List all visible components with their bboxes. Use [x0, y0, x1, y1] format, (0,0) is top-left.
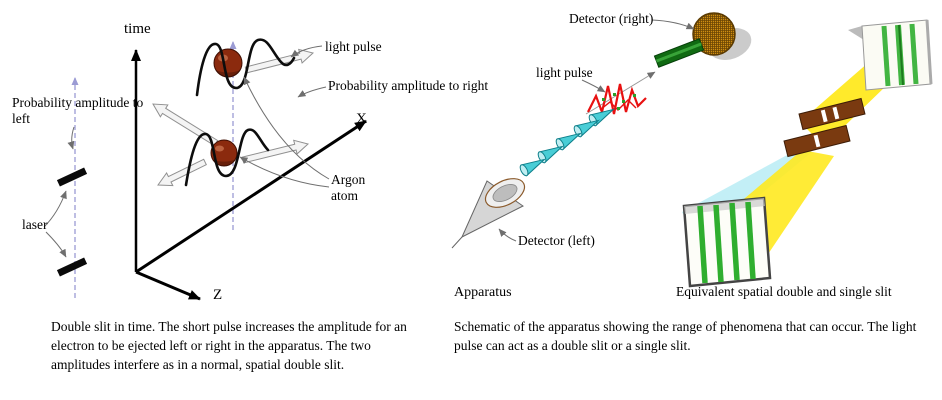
apparatus-trajectory: [585, 71, 656, 115]
slit-plates: [783, 97, 866, 158]
apparatus-label: Apparatus: [454, 285, 512, 300]
laser-label: laser: [22, 217, 48, 232]
z-axis-label: Z: [213, 287, 223, 303]
x-axis: [135, 119, 367, 274]
detector-right-mesh: [692, 12, 752, 60]
detector-right-label: Detector (right): [569, 11, 654, 26]
light-pulse-label-left: light pulse: [325, 39, 382, 54]
probability-amplitude-right-label: Probability amplitude to right: [328, 78, 489, 93]
equivalent-slits-label: Equivalent spatial double and single sli…: [676, 284, 892, 299]
label-connectors-left: [43, 45, 330, 258]
argon-atom-spheres: [210, 48, 243, 167]
laser-pulse-slits: [56, 167, 88, 277]
x-axis-label: X: [356, 111, 367, 127]
green-channel-detector: [653, 38, 705, 68]
light-pulse-waves: [184, 38, 296, 187]
red-light-pulse: [587, 83, 647, 116]
interference-screen-large: [682, 196, 772, 288]
right-caption: Schematic of the apparatus showing the r…: [454, 319, 917, 353]
z-axis: [135, 270, 201, 301]
single-slit-screen-small: [848, 19, 933, 91]
time-axis-label: time: [124, 21, 151, 37]
ion-cones: [519, 108, 616, 177]
probability-amplitude-left-label: Probability amplitude to left: [12, 95, 144, 127]
detector-left-cone: [451, 178, 526, 249]
label-connectors-right: [498, 19, 695, 242]
light-pulse-label-right: light pulse: [536, 65, 593, 80]
argon-atom-label: Argon atom: [331, 172, 366, 204]
detector-left-label: Detector (left): [518, 233, 595, 248]
left-caption: Double slit in time. The short pulse inc…: [51, 319, 407, 372]
